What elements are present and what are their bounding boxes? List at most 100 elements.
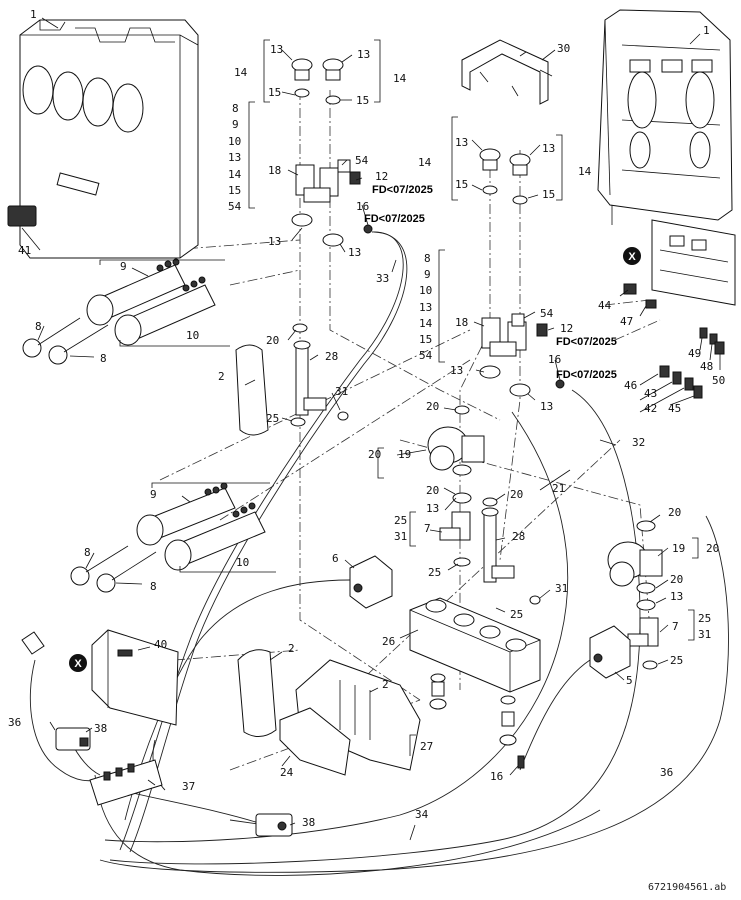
label-stack-10: 10 <box>228 135 241 148</box>
label-28-b: 28 <box>512 530 525 543</box>
label-13-d: 13 <box>348 246 361 259</box>
part-sleeves-upper <box>22 258 216 365</box>
label-5: 5 <box>626 674 633 687</box>
label-14-d: 14 <box>578 165 592 178</box>
label-stack2-10: 10 <box>419 284 432 297</box>
part-valve-group-upper-left <box>291 58 373 333</box>
part-pipes <box>290 340 541 605</box>
label-28-a: 28 <box>325 350 338 363</box>
cables <box>29 231 729 876</box>
label-19-b: 19 <box>672 542 685 555</box>
label-54-b: 54 <box>540 307 554 320</box>
label-2-c: 2 <box>382 678 389 691</box>
x-marker-bottom-glyph: X <box>74 658 82 670</box>
part-harness-37 <box>89 759 163 806</box>
label-32: 32 <box>632 436 645 449</box>
label-36-b: 36 <box>660 766 673 779</box>
label-31-b: 31 <box>394 530 407 543</box>
label-8-a: 8 <box>35 320 42 333</box>
part-number-labels: 1 1 30 41 13 13 14 14 15 15 8 9 10 13 14… <box>8 8 726 893</box>
part-sleeves-lower <box>70 482 266 593</box>
label-25-e: 25 <box>698 612 711 625</box>
label-37: 37 <box>182 780 195 793</box>
label-7-a: 7 <box>424 522 431 535</box>
label-14-c: 14 <box>418 156 432 169</box>
part-plug-36 <box>21 631 45 655</box>
part-valve-group-upper-right <box>454 148 565 415</box>
label-13-j: 13 <box>670 590 683 603</box>
label-42: 42 <box>644 402 657 415</box>
label-46: 46 <box>624 379 637 392</box>
label-25-b: 25 <box>394 514 407 527</box>
label-13-a: 13 <box>270 43 283 56</box>
document-id: 6721904561.ab <box>648 882 726 893</box>
label-16-a: 16 <box>356 200 369 213</box>
part-connectors <box>623 283 725 399</box>
label-stack2-54: 54 <box>419 349 433 362</box>
label-20-a: 20 <box>266 334 279 347</box>
x-marker-top-glyph: X <box>628 251 636 263</box>
label-15-d: 15 <box>542 188 555 201</box>
label-25-f: 25 <box>670 654 683 667</box>
label-10-b: 10 <box>236 556 249 569</box>
part-plug-38-top <box>55 727 91 751</box>
label-13-i: 13 <box>426 502 439 515</box>
fd-note-3: FD<07/2025 <box>556 336 617 348</box>
label-6: 6 <box>332 552 339 565</box>
label-1-housing: 1 <box>703 24 710 37</box>
label-9-b: 9 <box>150 488 157 501</box>
label-49: 49 <box>688 347 701 360</box>
label-54-a: 54 <box>355 154 369 167</box>
label-2-b: 2 <box>288 642 295 655</box>
label-20-g: 20 <box>706 542 719 555</box>
grouping-brackets <box>99 39 699 756</box>
label-8-d: 8 <box>150 580 157 593</box>
part-control-box <box>91 629 179 726</box>
label-9-a: 9 <box>120 260 127 273</box>
label-16-b: 16 <box>548 353 561 366</box>
label-19-a: 19 <box>398 448 411 461</box>
label-25-a: 25 <box>266 412 279 425</box>
part-insulation-upper <box>235 344 277 737</box>
label-50: 50 <box>712 374 725 387</box>
label-33: 33 <box>376 272 389 285</box>
label-25-d: 25 <box>510 608 523 621</box>
x-marker-bottom: X <box>69 654 87 672</box>
label-13-c: 13 <box>268 235 281 248</box>
part-valve-right <box>627 617 659 647</box>
x-marker-top: X <box>623 247 641 265</box>
label-20-d: 20 <box>426 484 439 497</box>
label-40: 40 <box>154 638 167 651</box>
label-31-d: 31 <box>698 628 711 641</box>
part-actuator-6 <box>349 555 393 609</box>
label-16-c: 16 <box>490 770 503 783</box>
label-27: 27 <box>420 740 433 753</box>
part-actuator-5 <box>589 625 631 679</box>
label-stack-9: 9 <box>232 118 239 131</box>
label-20-f: 20 <box>668 506 681 519</box>
label-38-a: 38 <box>94 722 107 735</box>
label-20-c: 20 <box>368 448 381 461</box>
part-pump-right <box>607 520 663 670</box>
label-43: 43 <box>644 387 657 400</box>
label-stack2-8: 8 <box>424 252 431 265</box>
label-stack-8: 8 <box>232 102 239 115</box>
label-45: 45 <box>668 402 681 415</box>
label-7-b: 7 <box>672 620 679 633</box>
label-14-b: 14 <box>393 72 407 85</box>
label-2-a: 2 <box>218 370 225 383</box>
label-26: 26 <box>382 635 395 648</box>
label-stack-15: 15 <box>228 184 241 197</box>
part-plug-38-bottom <box>255 813 293 837</box>
label-13-e: 13 <box>455 136 468 149</box>
label-13-f: 13 <box>542 142 555 155</box>
label-24: 24 <box>280 766 294 779</box>
label-15-a: 15 <box>268 86 281 99</box>
label-31-c: 31 <box>555 582 568 595</box>
label-13-b: 13 <box>357 48 370 61</box>
label-20-h: 20 <box>670 573 683 586</box>
label-12-a: 12 <box>375 170 388 183</box>
label-stack-54: 54 <box>228 200 242 213</box>
part-wall-bracket <box>461 39 553 105</box>
